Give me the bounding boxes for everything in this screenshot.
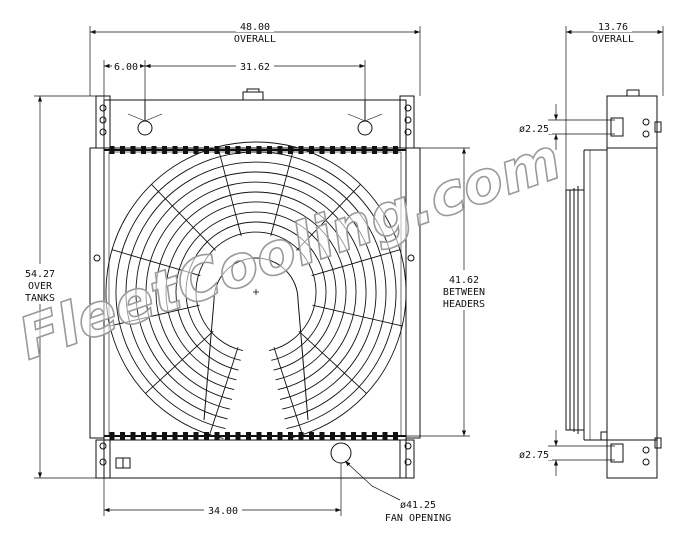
bracket-bolt [404,442,412,450]
fan-guard-ring [175,211,337,371]
height-label-over: OVER [28,281,53,292]
fan-guard [105,141,407,439]
top-left-hole [137,120,153,136]
bracket-bolt [99,458,107,466]
bottom-tank [103,439,407,479]
between-headers-value: 41.62 [449,275,479,286]
side-core [606,147,658,441]
fan-guard-spoke [296,184,361,251]
bracket-bolt [404,458,412,466]
fan-guard-ring [115,151,397,430]
side-dimension-labels: 13.76 OVERALL ø2.25 ø2.75 [516,20,634,461]
watermark: FleetCooling.com [10,124,569,373]
top-tank [103,99,407,149]
fan-guard-spoke [209,347,239,435]
fan-guard-spoke [109,304,200,327]
fan-opening-label: FAN OPENING [385,513,451,524]
front-dimension-labels: 48.00 OVERALL 6.00 31.62 54.27 OVER TANK… [22,20,494,524]
fan-guard-opening [203,257,309,421]
top-right-hole [357,120,373,136]
fan-guard-spoke [312,304,403,327]
overall-width-value: 48.00 [240,22,270,33]
filler-neck [242,91,264,101]
bottom-hole-diameter: ø2.75 [519,450,549,461]
fan-guard-ring [105,141,407,439]
side-dimensions [548,26,664,476]
hole-spacing-value: 31.62 [240,62,270,73]
bottom-header-bolts [104,432,406,440]
fan-guard-spoke [273,347,303,435]
side-bottom-tank [606,439,658,479]
bracket-bolt [99,128,107,136]
fan-guard-ring [165,201,347,381]
fan-guard-ring [185,221,327,361]
fan-opening-value: ø41.25 [400,500,436,511]
fan-guard-ring [145,181,367,400]
bracket-bolt [404,116,412,124]
side-overall-label: OVERALL [592,34,634,45]
fan-guard-spoke [151,184,216,251]
fan-guard-spoke [111,249,201,277]
fan-guard-spoke [270,146,295,237]
front-view [89,88,421,479]
height-label-tanks: TANKS [25,293,55,304]
side-view [565,89,662,479]
left-offset-value: 6.00 [114,62,138,73]
bottom-outlet-hole [330,442,352,464]
bracket-bolt [407,254,415,262]
fan-guard-spoke [298,330,367,394]
bracket-bolt [404,104,412,112]
fan-guard-spoke [311,249,401,277]
top-header-bolts [104,146,406,154]
bracket-bolt [93,254,101,262]
bracket-bolt [99,104,107,112]
fan-guard-spoke [145,330,214,394]
fan-guard-spoke [217,146,242,237]
overall-width-label: OVERALL [234,34,276,45]
fan-guard-ring [135,171,377,410]
fan-guard-ring [155,191,357,391]
side-bracket-bolts [93,104,415,466]
fan-guard-ring [125,161,387,420]
between-headers-label-2: HEADERS [443,299,485,310]
bracket-bolt [99,116,107,124]
top-hole-diameter: ø2.25 [519,124,549,135]
bottom-offset-value: 34.00 [208,506,238,517]
bracket-bolt [404,128,412,136]
side-overall-value: 13.76 [598,22,628,33]
between-headers-label-1: BETWEEN [443,287,485,298]
bracket-bolt [99,442,107,450]
side-fan-shroud [565,189,585,431]
height-over-tanks-value: 54.27 [25,269,55,280]
fan-guard-ring [195,231,317,352]
